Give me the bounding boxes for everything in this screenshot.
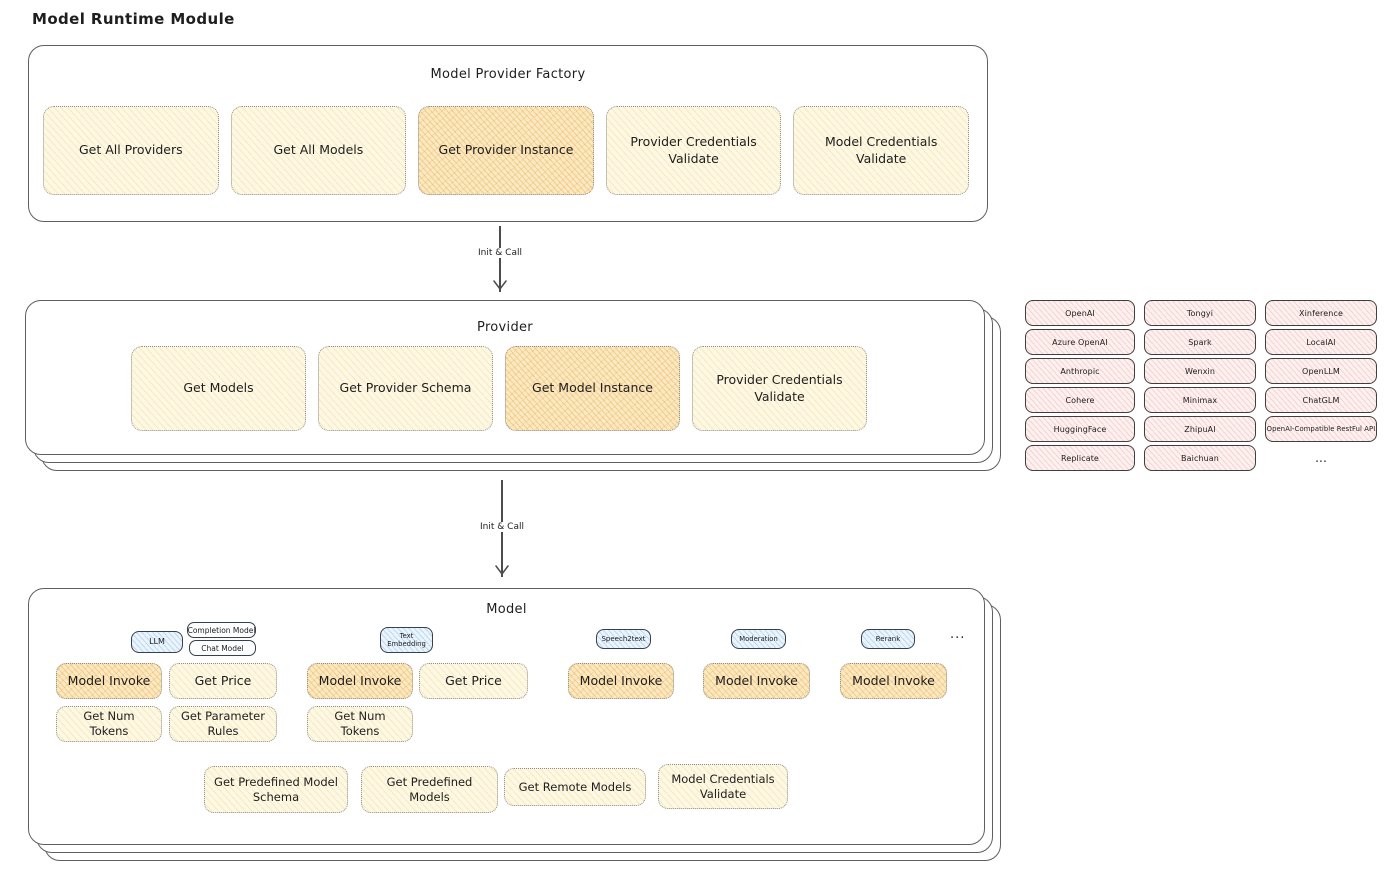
provider-spark[interactable]: Spark bbox=[1144, 329, 1256, 355]
node-rerank-model-invoke[interactable]: Model Invoke bbox=[840, 663, 947, 699]
tag-completion-model[interactable]: Completion Model bbox=[187, 622, 256, 638]
model-types-more: ... bbox=[950, 627, 966, 642]
node-get-models[interactable]: Get Models bbox=[131, 346, 306, 431]
node-get-model-instance[interactable]: Get Model Instance bbox=[505, 346, 680, 431]
provider-openllm[interactable]: OpenLLM bbox=[1265, 358, 1377, 384]
model-container[interactable]: Model LLM Completion Model Chat Model Te… bbox=[28, 588, 985, 845]
node-llm-get-num-tokens[interactable]: Get Num Tokens bbox=[56, 706, 162, 742]
provider-localai[interactable]: LocalAI bbox=[1265, 329, 1377, 355]
node-te-get-price[interactable]: Get Price bbox=[419, 663, 528, 699]
provider-wenxin[interactable]: Wenxin bbox=[1144, 358, 1256, 384]
arrow-head-icon bbox=[495, 560, 509, 579]
node-get-all-models[interactable]: Get All Models bbox=[230, 106, 407, 195]
provider-tongyi[interactable]: Tongyi bbox=[1144, 300, 1256, 326]
factory-container[interactable]: Model Provider Factory Get All Providers… bbox=[28, 45, 988, 222]
node-get-remote-models[interactable]: Get Remote Models bbox=[504, 768, 646, 806]
factory-title: Model Provider Factory bbox=[430, 67, 586, 82]
node-llm-get-parameter-rules[interactable]: Get Parameter Rules bbox=[169, 706, 277, 742]
provider-baichuan[interactable]: Baichuan bbox=[1144, 445, 1256, 471]
arrow-head-icon bbox=[493, 275, 507, 294]
provider-xinference[interactable]: Xinference bbox=[1265, 300, 1377, 326]
provider-zhipuai[interactable]: ZhipuAI bbox=[1144, 416, 1256, 442]
provider-replicate[interactable]: Replicate bbox=[1025, 445, 1135, 471]
node-get-provider-schema[interactable]: Get Provider Schema bbox=[318, 346, 493, 431]
node-llm-get-price[interactable]: Get Price bbox=[169, 663, 277, 699]
provider-minimax[interactable]: Minimax bbox=[1144, 387, 1256, 413]
arrow-label: Init & Call bbox=[476, 522, 528, 532]
provider-grid: OpenAI Tongyi Xinference Azure OpenAI Sp… bbox=[1025, 300, 1377, 471]
tag-text-embedding[interactable]: Text Embedding bbox=[380, 627, 433, 653]
tag-llm[interactable]: LLM bbox=[131, 631, 183, 653]
node-model-credentials-validate[interactable]: Model Credentials Validate bbox=[793, 106, 969, 195]
node-get-all-providers[interactable]: Get All Providers bbox=[43, 106, 219, 195]
provider-title: Provider bbox=[477, 320, 533, 335]
tag-moderation[interactable]: Moderation bbox=[731, 629, 786, 649]
provider-container[interactable]: Provider Get Models Get Provider Schema … bbox=[25, 300, 985, 455]
node-get-predefined-models[interactable]: Get Predefined Models bbox=[361, 766, 498, 813]
provider-openai-compatible[interactable]: OpenAI-Compatible RestFul API bbox=[1265, 416, 1377, 442]
model-title: Model bbox=[486, 602, 527, 617]
node-s2t-model-invoke[interactable]: Model Invoke bbox=[568, 663, 674, 699]
tag-chat-model[interactable]: Chat Model bbox=[189, 640, 256, 656]
node-te-get-num-tokens[interactable]: Get Num Tokens bbox=[307, 706, 413, 742]
node-provider-credentials-validate[interactable]: Provider Credentials Validate bbox=[605, 106, 782, 195]
node-model-credentials-validate-2[interactable]: Model Credentials Validate bbox=[658, 764, 788, 809]
provider-methods-row: Get Models Get Provider Schema Get Model… bbox=[131, 346, 867, 431]
tag-rerank[interactable]: Rerank bbox=[861, 629, 915, 649]
node-get-predefined-model-schema[interactable]: Get Predefined Model Schema bbox=[204, 766, 348, 813]
provider-cohere[interactable]: Cohere bbox=[1025, 387, 1135, 413]
node-provider-credentials-validate-2[interactable]: Provider Credentials Validate bbox=[692, 346, 867, 431]
provider-openai[interactable]: OpenAI bbox=[1025, 300, 1135, 326]
tag-speech2text[interactable]: Speech2text bbox=[596, 629, 651, 649]
node-llm-model-invoke[interactable]: Model Invoke bbox=[56, 663, 162, 699]
node-moderation-model-invoke[interactable]: Model Invoke bbox=[703, 663, 810, 699]
provider-anthropic[interactable]: Anthropic bbox=[1025, 358, 1135, 384]
node-get-provider-instance[interactable]: Get Provider Instance bbox=[418, 106, 594, 195]
provider-azure-openai[interactable]: Azure OpenAI bbox=[1025, 329, 1135, 355]
provider-huggingface[interactable]: HuggingFace bbox=[1025, 416, 1135, 442]
provider-grid-more: ... bbox=[1315, 451, 1327, 465]
provider-chatglm[interactable]: ChatGLM bbox=[1265, 387, 1377, 413]
node-te-model-invoke[interactable]: Model Invoke bbox=[307, 663, 413, 699]
page-title: Model Runtime Module bbox=[32, 10, 235, 28]
arrow-line bbox=[499, 226, 501, 292]
factory-methods-row: Get All Providers Get All Models Get Pro… bbox=[43, 106, 969, 195]
arrow-label: Init & Call bbox=[474, 248, 526, 258]
